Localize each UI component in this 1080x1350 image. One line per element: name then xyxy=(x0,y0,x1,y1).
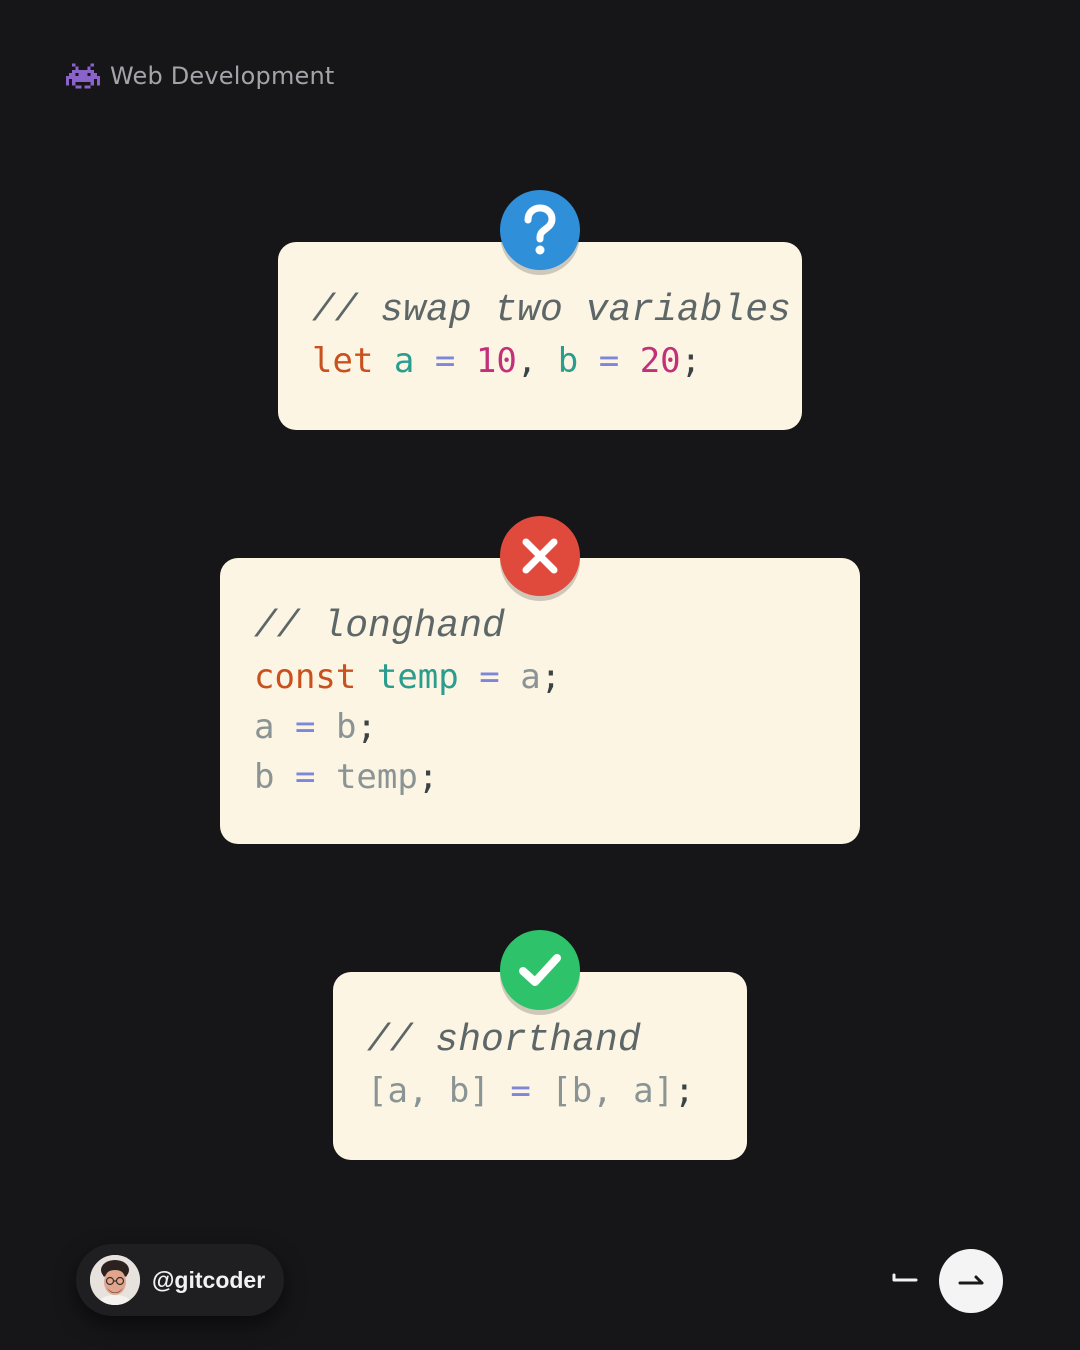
variable: a xyxy=(393,341,415,381)
correct-badge xyxy=(500,930,580,1010)
question-mark-icon xyxy=(524,204,556,255)
code-line: a = b; xyxy=(254,702,860,752)
code-line: [a, b] = [b, a]; xyxy=(367,1066,747,1116)
identifier: b xyxy=(254,757,275,797)
identifier: temp xyxy=(335,757,418,797)
code-comment: // shorthand xyxy=(367,1019,641,1062)
code-line: // shorthand xyxy=(367,1014,747,1066)
punctuation: ; xyxy=(417,757,439,797)
question-code-card: // swap two variables let a = 10, b = 20… xyxy=(278,242,802,430)
code-line: let a = 10, b = 20; xyxy=(312,336,802,386)
destructure-target: [a, b] xyxy=(367,1071,490,1111)
cross-icon xyxy=(522,538,558,574)
code-line: // swap two variables xyxy=(312,284,802,336)
punctuation: , xyxy=(516,341,538,381)
number: 20 xyxy=(639,341,681,381)
question-badge xyxy=(500,190,580,270)
operator: = xyxy=(294,707,316,747)
operator: = xyxy=(294,757,316,797)
code-line: b = temp; xyxy=(254,752,860,802)
destructure-source: [b, a] xyxy=(551,1071,675,1111)
keyword: const xyxy=(254,657,357,697)
punctuation: ; xyxy=(680,341,702,381)
author-chip[interactable]: @gitcoder xyxy=(76,1244,284,1316)
code-line: // longhand xyxy=(254,600,860,652)
brand: Web Development xyxy=(66,62,335,90)
arrow-right-icon xyxy=(958,1275,984,1285)
punctuation: ; xyxy=(356,707,377,747)
operator: = xyxy=(598,341,620,381)
identifier: a xyxy=(254,707,275,747)
identifier: a xyxy=(520,657,541,697)
keyword: let xyxy=(312,341,374,381)
incorrect-badge xyxy=(500,516,580,596)
code-comment: // longhand xyxy=(254,605,505,648)
avatar xyxy=(90,1255,140,1305)
operator: = xyxy=(510,1071,531,1111)
punctuation: ; xyxy=(540,657,562,697)
code-line: const temp = a; xyxy=(254,652,860,702)
number: 10 xyxy=(475,341,517,381)
previous-button[interactable] xyxy=(890,1268,920,1292)
longhand-code-card: // longhand const temp = a; a = b; b = t… xyxy=(220,558,860,844)
next-button[interactable] xyxy=(939,1249,1003,1313)
avatar-icon xyxy=(90,1255,140,1305)
alien-monster-icon xyxy=(66,63,100,89)
arrow-left-icon xyxy=(892,1273,918,1282)
brand-title: Web Development xyxy=(110,62,335,90)
checkmark-icon xyxy=(519,954,561,986)
operator: = xyxy=(479,657,500,697)
variable: temp xyxy=(376,657,459,697)
code-comment: // swap two variables xyxy=(312,289,791,332)
punctuation: ; xyxy=(674,1071,695,1111)
operator: = xyxy=(434,341,456,381)
variable: b xyxy=(557,341,579,381)
identifier: b xyxy=(335,707,357,747)
author-handle: @gitcoder xyxy=(152,1266,266,1293)
